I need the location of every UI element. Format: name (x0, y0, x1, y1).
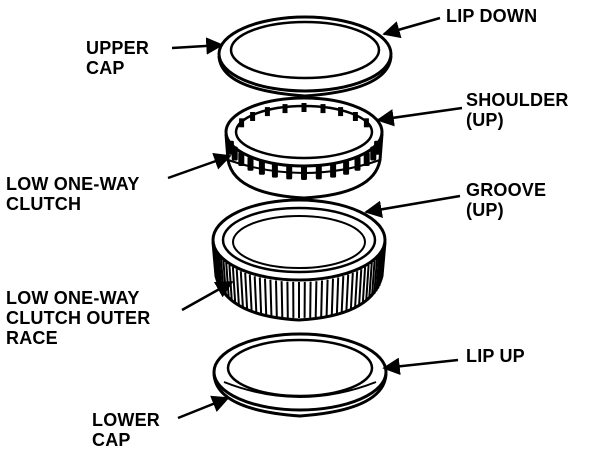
knurl-line (320, 280, 323, 317)
knurl-line (314, 281, 318, 318)
knurl-line (258, 277, 263, 314)
upper-cap-ring (217, 15, 393, 98)
arrow-groove (364, 194, 461, 218)
knurl-line (275, 280, 278, 317)
clutch-roller (231, 146, 238, 161)
clutch-roller (330, 163, 337, 178)
clutch-roller (258, 160, 265, 175)
knurl-line (269, 279, 273, 316)
knurl-line (358, 269, 363, 306)
label-low-one-way-clutch: LOW ONE-WAY CLUTCH (6, 174, 140, 214)
label-upper-cap: UPPER CAP (86, 38, 150, 78)
arrow-upper-cap (171, 37, 224, 55)
clutch-roller (363, 152, 370, 166)
arrow-outer-race (181, 280, 234, 312)
knurl-line (377, 252, 382, 289)
clutch-roller (239, 118, 245, 128)
arrow-lip-up (382, 357, 459, 376)
knurl-line (248, 274, 253, 311)
clutch-roller (301, 166, 307, 180)
knurl-line (325, 279, 329, 316)
knurl-line (349, 272, 354, 310)
knurl-line (361, 267, 367, 304)
arrow-shoulder (376, 106, 463, 127)
clutch-roller (352, 112, 358, 121)
knurl-line (330, 278, 334, 315)
clutch-roller (363, 118, 369, 128)
clutch-roller (264, 107, 270, 117)
knurl-line (354, 271, 359, 308)
knurl-line (253, 276, 258, 313)
knurl-line (371, 260, 376, 297)
clutch-roller (238, 152, 245, 166)
knurl-line (365, 264, 370, 302)
knurl-line (379, 244, 385, 281)
clutch-roller (286, 165, 293, 180)
knurl-line (231, 267, 237, 304)
clutch-roller (354, 156, 361, 171)
clutch-roller (315, 165, 322, 180)
clutch-roller (343, 160, 350, 175)
knurl-line (335, 277, 340, 314)
clutch-roller (250, 112, 256, 121)
knurl-line (280, 281, 284, 318)
clutch-outer-race (211, 198, 387, 322)
label-shoulder: SHOULDER (UP) (466, 90, 569, 130)
knurl-line (235, 269, 240, 306)
knurl-line (373, 257, 379, 294)
clutch-roller (338, 107, 344, 117)
clutch-rollers (227, 103, 381, 180)
label-lip-down: LIP DOWN (446, 6, 538, 26)
label-clutch-outer-race: LOW ONE-WAY CLUTCH OUTER RACE (6, 288, 151, 348)
lower-cap-ring (212, 332, 388, 418)
low-one-way-clutch-ring (224, 96, 384, 200)
clutch-roller (271, 163, 278, 178)
arrow-lower-cap (177, 395, 230, 420)
outer-race-knurling (213, 244, 385, 318)
clutch-roller (282, 104, 288, 114)
clutch-roller (247, 156, 254, 171)
arrow-lip-down (382, 16, 441, 39)
knurl-line (214, 249, 220, 286)
knurl-line (239, 271, 244, 308)
knurl-line (368, 262, 373, 299)
knurl-line (244, 272, 249, 310)
label-lower-cap: LOWER CAP (92, 410, 160, 450)
knurl-line (345, 274, 350, 311)
arrow-low-clutch (167, 153, 232, 180)
knurl-line (375, 255, 381, 292)
knurl-line (264, 278, 268, 315)
label-groove: GROOVE (UP) (466, 180, 547, 220)
clutch-roller (301, 103, 307, 112)
label-lip-up: LIP UP (466, 346, 525, 366)
knurl-line (340, 276, 345, 313)
clutch-roller (320, 104, 326, 114)
clutch-roller (374, 140, 381, 155)
